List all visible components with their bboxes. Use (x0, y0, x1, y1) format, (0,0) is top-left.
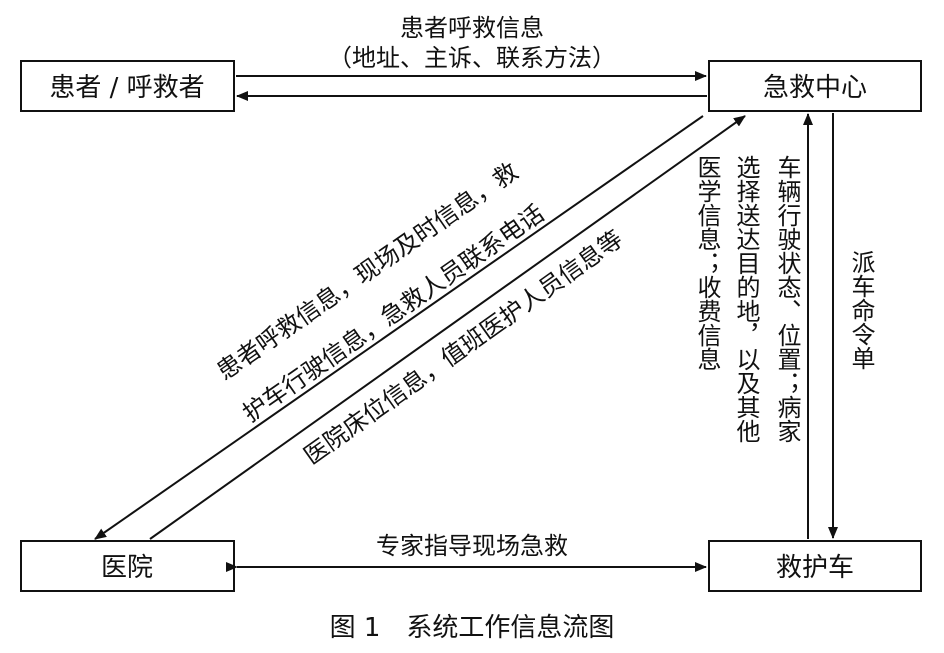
arrow-hospital-to-center (149, 115, 746, 540)
label-patient-to-center-2: （地址、主诉、联系方法） (328, 44, 616, 72)
node-ambulance: 救护车 (708, 540, 922, 592)
node-hospital: 医院 (20, 540, 235, 592)
figure-caption: 图 1 系统工作信息流图 (330, 613, 615, 643)
label-center-to-ambulance: 派车命令单 (847, 250, 875, 370)
node-center-label: 急救中心 (763, 73, 867, 103)
label-ambulance-to-center-2: 选择送达目的地，以及其他 (732, 155, 760, 443)
node-ambulance-label: 救护车 (776, 553, 854, 583)
label-patient-to-center-1: 患者呼救信息 (400, 14, 544, 42)
label-hospital-ambulance: 专家指导现场急救 (376, 532, 568, 560)
node-patient: 患者 / 呼救者 (20, 60, 235, 112)
node-patient-label: 患者 / 呼救者 (49, 73, 204, 103)
label-ambulance-to-center-3: 医学信息；收费信息 (693, 155, 721, 371)
node-center: 急救中心 (708, 60, 922, 112)
arrow-center-to-hospital (94, 115, 704, 540)
node-hospital-label: 医院 (101, 553, 153, 583)
label-ambulance-to-center-1: 车辆行驶状态、位置；病家 (773, 155, 801, 443)
